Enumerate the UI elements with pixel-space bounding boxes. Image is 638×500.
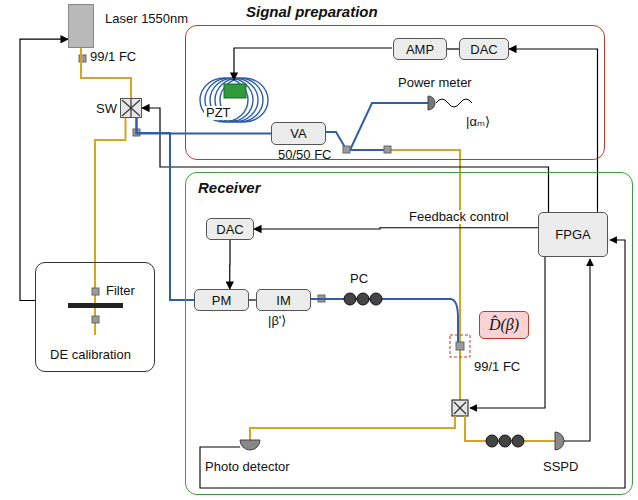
receiver-switch [452, 400, 468, 416]
switch-cross [130, 98, 131, 118]
connector [142, 108, 549, 212]
polarization-controller [499, 435, 511, 447]
node-text: DAC [216, 222, 243, 237]
polarization-controller [486, 435, 524, 447]
fiber-coupler [384, 146, 391, 153]
blue-fiber [350, 149, 384, 151]
part-label: Photo detector [205, 460, 290, 474]
switch-cross [120, 98, 142, 118]
connector [509, 49, 598, 212]
polarization-controller [512, 435, 524, 447]
attenuator-box: VA [271, 122, 326, 145]
node-text: DE calibration [50, 347, 131, 362]
connector [254, 228, 538, 229]
node-text: PM [212, 293, 232, 308]
switch-cross [120, 98, 142, 118]
blue-fiber [350, 103, 428, 150]
node-text: AMP [406, 42, 434, 57]
part-label: Power meter [398, 76, 472, 90]
dac-box: DAC [206, 218, 254, 240]
fiber-coupler [456, 342, 464, 350]
blue-fiber [310, 299, 458, 342]
part-label: SSPD [543, 460, 578, 474]
preparation-region: Signal preparationAMPDACVA [185, 25, 605, 160]
amplifier-box: AMP [393, 38, 447, 60]
dac-box: DAC [459, 38, 509, 60]
polarization-controller [344, 293, 382, 305]
node-text: Receiver [198, 179, 261, 196]
coupler-label: 99/1 FC [474, 360, 520, 374]
setup-illustration [68, 48, 625, 488]
phase-modulator-box: PM [194, 289, 249, 311]
coupler-label: 99/1 FC [90, 50, 136, 64]
receiver-switch [454, 402, 466, 414]
fpga-box: FPGA [538, 212, 608, 257]
yellow-fiber [388, 150, 460, 400]
signal-wire [564, 259, 590, 441]
receiver-switch [454, 402, 466, 414]
connector [229, 240, 230, 289]
polarization-controller [486, 435, 498, 447]
laser-source: Laser 1550nm [68, 4, 94, 48]
filter-plate [68, 303, 123, 308]
displacement-marker [450, 335, 470, 357]
optical-switch: SW [120, 98, 142, 118]
power-meter-head [428, 96, 435, 110]
part-label: PZT [204, 106, 233, 120]
node-text: FPGA [555, 227, 590, 242]
power-meter-cable [436, 99, 472, 107]
connector [137, 118, 272, 134]
fiber-coupler [79, 55, 464, 350]
drive-wire [234, 48, 392, 80]
piezo-element [224, 84, 246, 98]
node-text: IM [276, 293, 290, 308]
polarization-controller [344, 293, 356, 305]
fiber-collimator [92, 288, 99, 295]
connector-label: Feedback control [407, 210, 511, 224]
pzt-coil [200, 78, 268, 122]
intensity-modulator-box: IM [256, 289, 311, 311]
pzt-coil [205, 78, 253, 122]
node-text: D̂(β) [489, 316, 519, 334]
coupler-label: 50/50 FC [278, 148, 331, 162]
connector [249, 299, 256, 300]
polarization-controller [357, 293, 369, 305]
state-label: |β'⟩ [268, 314, 286, 328]
fiber-coupler [343, 146, 350, 153]
photo-detector-icon [240, 440, 260, 450]
node-text: Filter [106, 283, 135, 298]
signal-wire [200, 240, 625, 488]
node-text: Signal preparation [246, 3, 378, 20]
node-text: SW [96, 101, 117, 116]
fiber-collimator [92, 316, 99, 323]
yellow-fiber [250, 416, 455, 440]
control-wire [470, 257, 545, 408]
pzt-coil [200, 78, 248, 122]
part-label: PC [350, 272, 368, 286]
connector [447, 48, 459, 49]
node-text: VA [290, 126, 306, 141]
node-text: Laser 1550nm [105, 11, 188, 26]
yellow-fiber [94, 262, 96, 335]
polarization-controller [370, 293, 382, 305]
displacement-box: D̂(β) [479, 311, 529, 339]
receiver-switch [452, 400, 468, 416]
node-text: DAC [470, 42, 497, 57]
state-label: |αₘ⟩ [466, 115, 490, 129]
calibration-box: Filter DE calibration [35, 262, 155, 372]
sspd-icon [555, 432, 564, 450]
connector [95, 118, 126, 262]
